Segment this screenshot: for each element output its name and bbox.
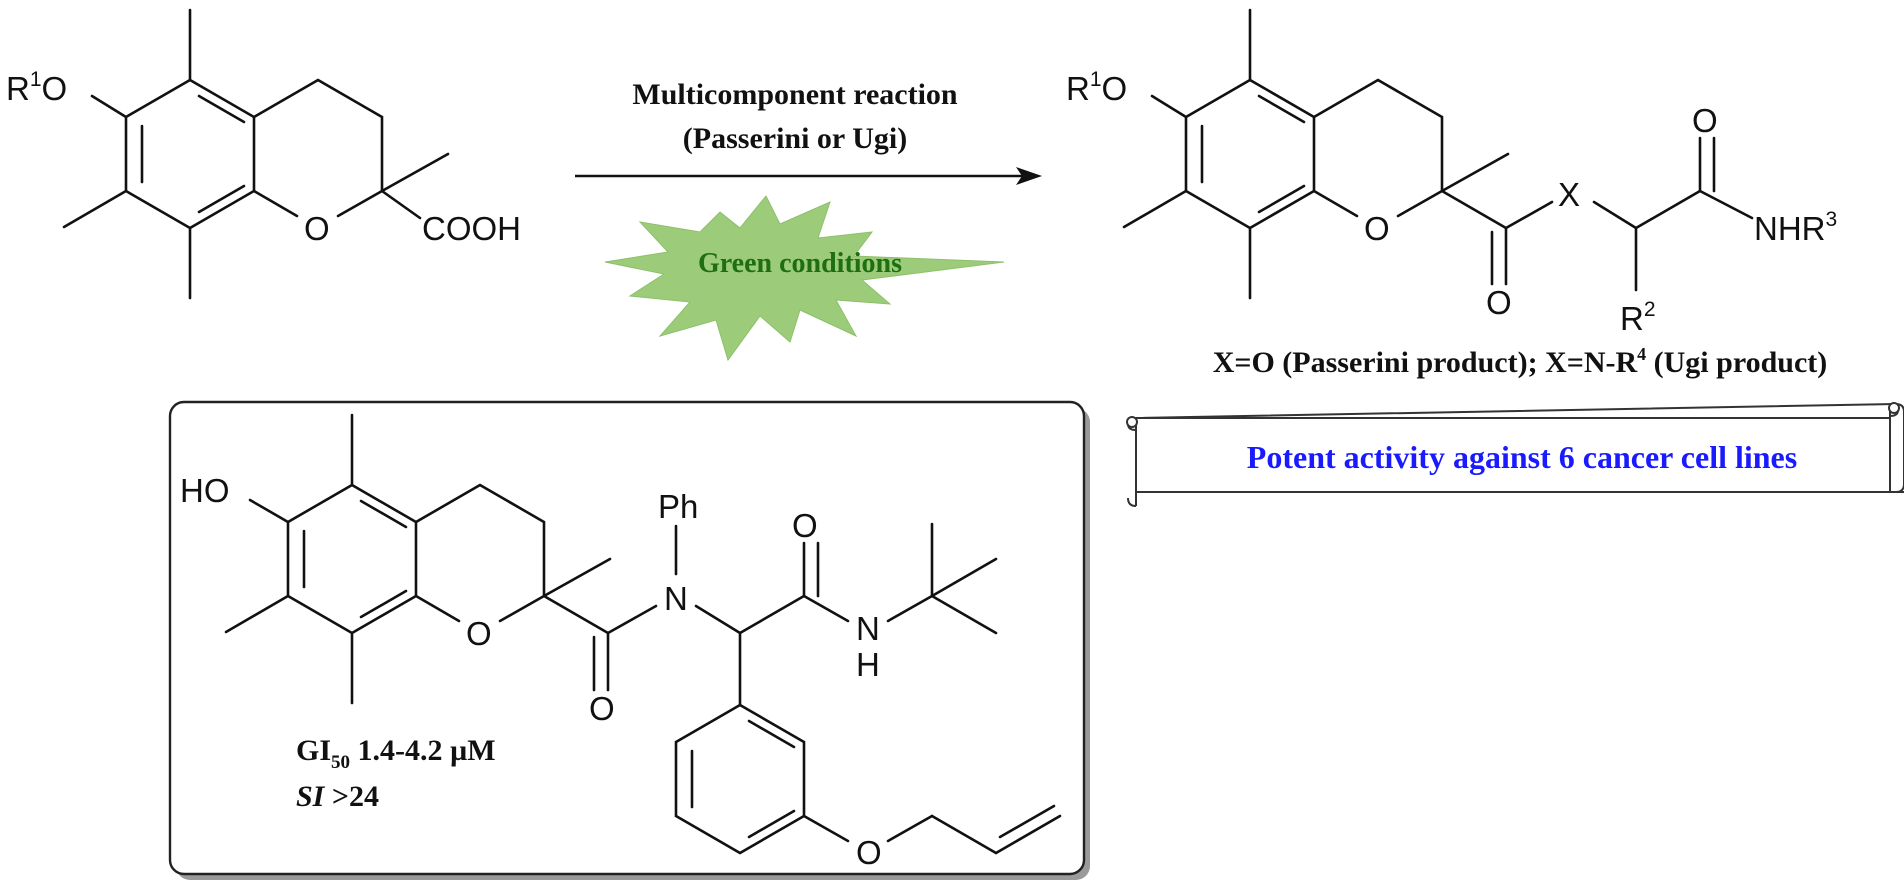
product-chain-bond [1504,200,1554,230]
reactant-pyran-ring [252,78,384,218]
si-label: SI >24 [296,780,379,813]
reactant-methyl [62,189,128,229]
hc-nh-n: N [856,610,880,647]
reactant-or1-bond [90,94,128,119]
reactant-methyl [380,152,450,193]
hc-allyl-bond [930,814,998,855]
hc-methyl [542,557,612,598]
reaction-arrow-group: Multicomponent reaction (Passerini or Ug… [575,78,1042,362]
reactant-double-bond [197,184,246,214]
product-methyl [1122,189,1188,229]
hc-double-bond [747,809,796,839]
hc-tbu-bond [886,594,934,623]
hc-amide-n: N [664,580,688,617]
product-carbonyl-oxygen-2: O [1692,102,1718,139]
hc-ether-bond [802,814,850,843]
green-conditions-burst-icon [604,195,1005,362]
reactant-acid-bond [380,189,422,220]
hc-ph-label: Ph [658,488,698,525]
product-structure: R1O O O X O NHR3 R2 X=O (Passerini produ… [1066,8,1837,379]
product-double-bond [1257,184,1306,214]
hc-nh-h: H [856,646,880,683]
gi50-label: GI50 1.4-4.2 µM [296,734,496,773]
product-chain-bond [1698,189,1754,220]
hc-pyran-ring [414,483,546,623]
hc-aryl-ring [674,703,806,855]
reactant-ring-oxygen: O [304,210,330,247]
product-methyl [1440,152,1510,193]
product-r2-label: R2 [1620,298,1656,337]
product-double-bond [1257,94,1306,124]
reactant-double-bond [197,94,246,124]
box-frame [168,400,1086,876]
reactant-r1o-label: R1O [6,68,67,107]
product-pyran-ring [1312,78,1444,218]
product-chain-bond [1634,189,1702,230]
product-or1-bond [1150,94,1188,119]
highlight-compound-box: HO O Ph N O O N H O GI50 1.4-4.2 µM SI >… [168,400,1090,880]
product-chain-bond [1440,189,1508,230]
product-nhr3-label: NHR3 [1754,208,1837,247]
hc-allyl-bond [998,804,1056,839]
product-aromatic-ring [1184,78,1316,230]
hc-ho-label: HO [180,472,230,509]
arrow-label-line2: (Passerini or Ugi) [683,122,907,155]
hc-chain-bond [738,594,806,635]
hc-tbu-bond [930,557,998,598]
hc-ether-bond [886,814,934,843]
product-ring-o-bond [1312,189,1359,218]
hc-chain-bond [606,604,658,635]
activity-banner-text: Potent activity against 6 cancer cell li… [1247,439,1797,475]
hc-double-bond [359,499,408,529]
product-x-label: X [1558,176,1580,213]
hc-double-bond [359,589,408,619]
hc-chain-bond [694,604,742,635]
product-carbonyl-oxygen-1: O [1486,284,1512,321]
arrow-head-icon [1016,167,1042,185]
product-ring-oxygen: O [1364,210,1390,247]
hc-methyl [224,594,290,634]
hc-chain-bond [542,594,610,635]
hc-chain-bond [802,594,850,623]
arrow-label-line1: Multicomponent reaction [632,78,958,111]
hc-oh-bond [248,498,290,524]
hc-tbu-bond [930,594,998,635]
hc-ring-oxygen: O [466,615,492,652]
reactant-cooh-label: COOH [422,210,521,247]
reactant-structure: R1O O COOH [6,8,521,300]
reactant-aromatic-ring [124,78,256,230]
activity-banner: Potent activity against 6 cancer cell li… [1126,402,1904,507]
hc-allyl-bond [994,814,1062,855]
product-chain-bond [1592,200,1638,230]
hc-ring-o-bond [414,594,461,623]
product-caption: X=O (Passerini product); X=N-R4 (Ugi pro… [1213,344,1828,379]
hc-ether-oxygen: O [856,834,882,871]
hc-double-bond [747,719,796,749]
hc-carbonyl-oxygen-1: O [589,690,615,727]
product-r1o-label: R1O [1066,68,1127,107]
hc-carbonyl-oxygen-2: O [792,507,818,544]
green-conditions-label: Green conditions [698,248,902,279]
reactant-ring-o-bond [252,189,299,218]
